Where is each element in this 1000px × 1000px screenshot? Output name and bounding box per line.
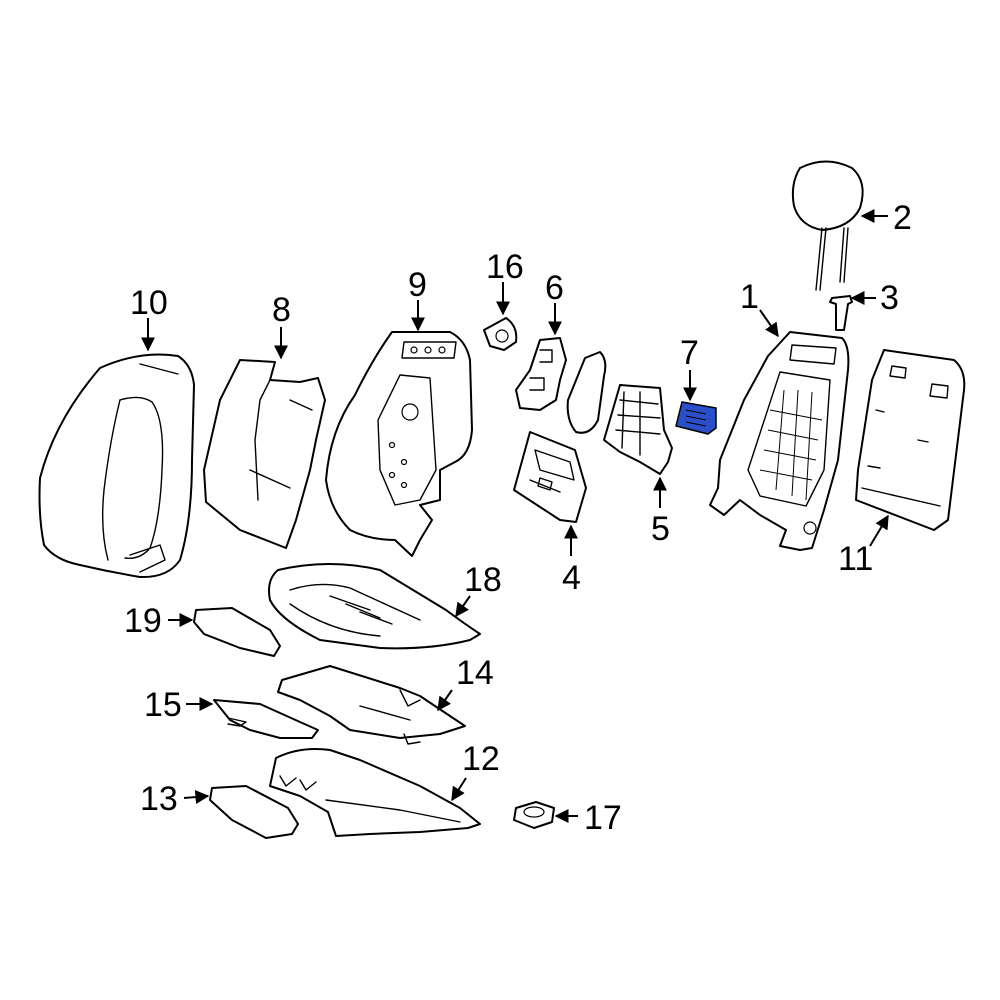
part-14-cushion-pad[interactable] xyxy=(277,665,466,745)
part-11-back-panel[interactable] xyxy=(855,349,966,531)
callout-8: 8 xyxy=(272,291,291,329)
callout-7: 7 xyxy=(680,334,699,372)
part-12-cushion-frame[interactable] xyxy=(269,748,481,837)
part-4-lumbar-panel[interactable] xyxy=(513,431,587,523)
part-17-sensor[interactable] xyxy=(513,801,555,829)
part-13-side-pad[interactable] xyxy=(209,785,299,839)
part-8-seatback-pad[interactable] xyxy=(203,359,326,549)
callout-5: 5 xyxy=(651,510,670,548)
part-3-guide-sleeve[interactable] xyxy=(829,295,853,331)
callout-12: 12 xyxy=(462,740,500,778)
part-7-module-highlighted[interactable] xyxy=(675,401,717,435)
callout-17: 17 xyxy=(584,799,622,837)
callout-1: 1 xyxy=(740,278,759,316)
callout-14: 14 xyxy=(456,654,494,692)
callout-10: 10 xyxy=(130,284,168,322)
callout-19: 19 xyxy=(124,602,162,640)
callout-2: 2 xyxy=(893,199,912,237)
callout-11: 11 xyxy=(838,540,873,578)
callout-9: 9 xyxy=(408,266,427,304)
part-18-cushion-cover[interactable] xyxy=(268,563,481,650)
part-5-lumbar-mechanism[interactable] xyxy=(566,351,673,475)
part-9-seatback-panel[interactable] xyxy=(325,331,473,557)
callout-13: 13 xyxy=(140,780,178,818)
part-1-seatback-frame[interactable] xyxy=(709,331,850,551)
part-16-clip[interactable] xyxy=(483,317,518,351)
callout-18: 18 xyxy=(464,561,502,599)
part-19-side-pad[interactable] xyxy=(193,607,281,657)
callout-labels: 1 2 3 4 5 6 7 8 9 10 11 12 13 14 15 16 1… xyxy=(124,199,912,837)
callout-4: 4 xyxy=(562,559,581,597)
part-15-heating-element[interactable] xyxy=(213,699,319,739)
part-2-headrest[interactable] xyxy=(791,160,864,291)
leader-lines xyxy=(141,209,889,823)
callout-6: 6 xyxy=(545,269,564,307)
callout-15: 15 xyxy=(144,686,182,724)
part-10-seatback-cover[interactable] xyxy=(38,353,195,579)
part-6-trim[interactable] xyxy=(515,337,567,411)
callout-16: 16 xyxy=(486,248,524,286)
callout-3: 3 xyxy=(880,279,899,317)
